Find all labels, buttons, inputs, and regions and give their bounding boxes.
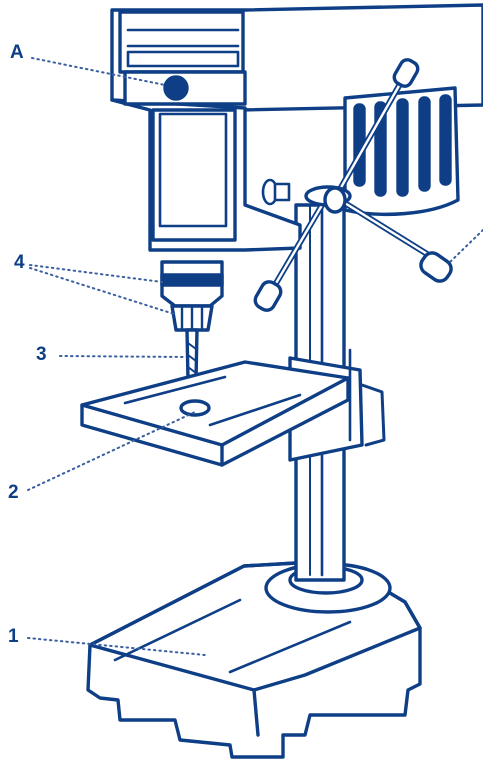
label-3: 3: [36, 344, 47, 365]
leader-2: [27, 411, 196, 491]
leader-1: [27, 637, 206, 656]
leader-a: [31, 57, 166, 86]
leader-4-upper: [29, 264, 163, 283]
worktable: [80, 348, 386, 467]
leader-3: [59, 355, 187, 358]
drill-head: [110, 3, 483, 252]
label-a: A: [10, 42, 24, 63]
leader-right: [449, 229, 483, 263]
chuck: [160, 260, 224, 332]
label-4: 4: [14, 252, 25, 273]
leader-4-lower: [29, 267, 175, 315]
label-2: 2: [8, 482, 19, 503]
feed-handles: [253, 58, 453, 312]
label-1: 1: [8, 626, 19, 647]
